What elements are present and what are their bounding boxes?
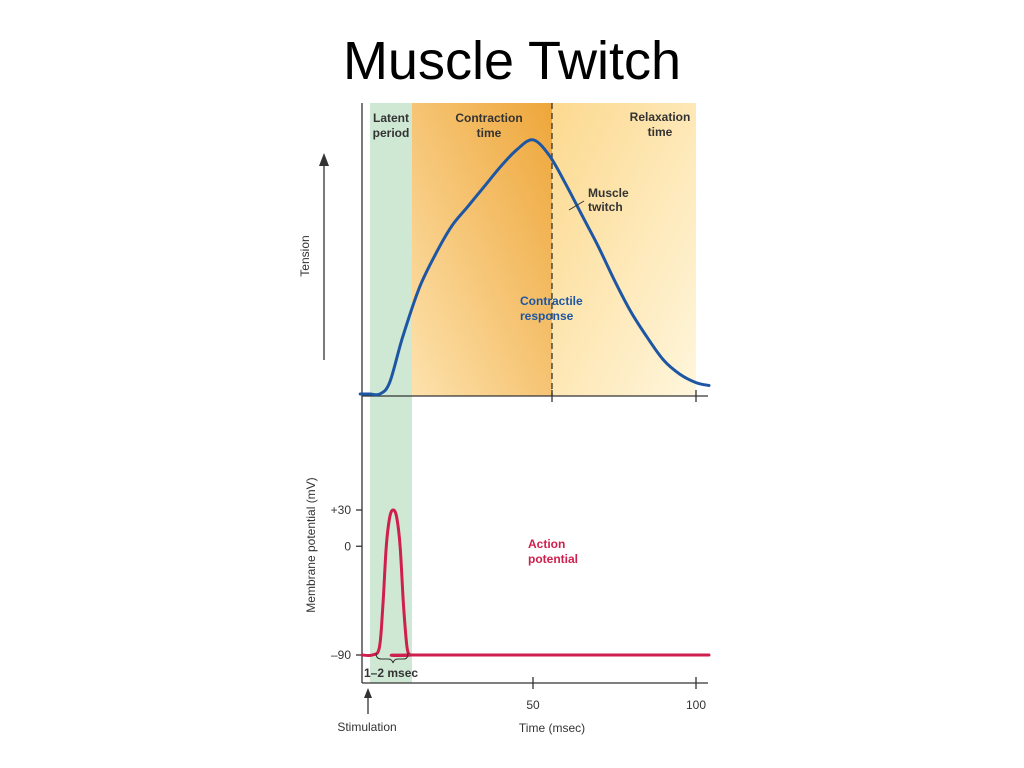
y-tick-label: –90: [331, 648, 351, 662]
contraction-time-band: [412, 103, 552, 396]
relaxation-time-band: [552, 103, 696, 396]
relaxation-time-label-line2: time: [648, 125, 673, 139]
contraction-time-label: Contraction: [455, 111, 522, 125]
muscle-twitch-leader-line: [568, 200, 585, 211]
latent-period-label-line2: period: [373, 126, 410, 140]
contractile-response-label: Contractile: [520, 294, 583, 308]
stimulation-arrowhead-icon: [364, 688, 372, 698]
contractile-response-label-line2: response: [520, 309, 574, 323]
muscle-twitch-curve: [358, 138, 711, 397]
action-potential-curve: [360, 508, 711, 658]
muscle-twitch-label: Muscle: [588, 186, 629, 200]
time-axis-label: Time (msec): [519, 721, 585, 735]
membrane-potential-axis-label: Membrane potential (mV): [304, 477, 318, 612]
tension-arrowhead-icon: [319, 153, 329, 166]
relaxation-time-label: Relaxation: [630, 110, 691, 124]
action-potential-label-line2: potential: [528, 552, 578, 566]
tension-axis-label: Tension: [298, 235, 312, 276]
y-tick-label: 0: [344, 539, 351, 553]
muscle-twitch-label-line2: twitch: [588, 200, 623, 214]
slide-title: Muscle Twitch: [342, 31, 682, 91]
latent-period-band: [370, 103, 412, 683]
x-tick-label: 50: [526, 698, 540, 712]
action-potential-label: Action: [528, 537, 565, 551]
contraction-time-label-line2: time: [477, 126, 502, 140]
y-tick-label: +30: [331, 503, 352, 517]
latent-period-label: Latent: [373, 111, 409, 125]
stimulation-label: Stimulation: [337, 720, 396, 734]
x-tick-label: 100: [686, 698, 706, 712]
duration-brace-icon: [375, 652, 409, 664]
duration-label: 1–2 msec: [364, 666, 418, 680]
